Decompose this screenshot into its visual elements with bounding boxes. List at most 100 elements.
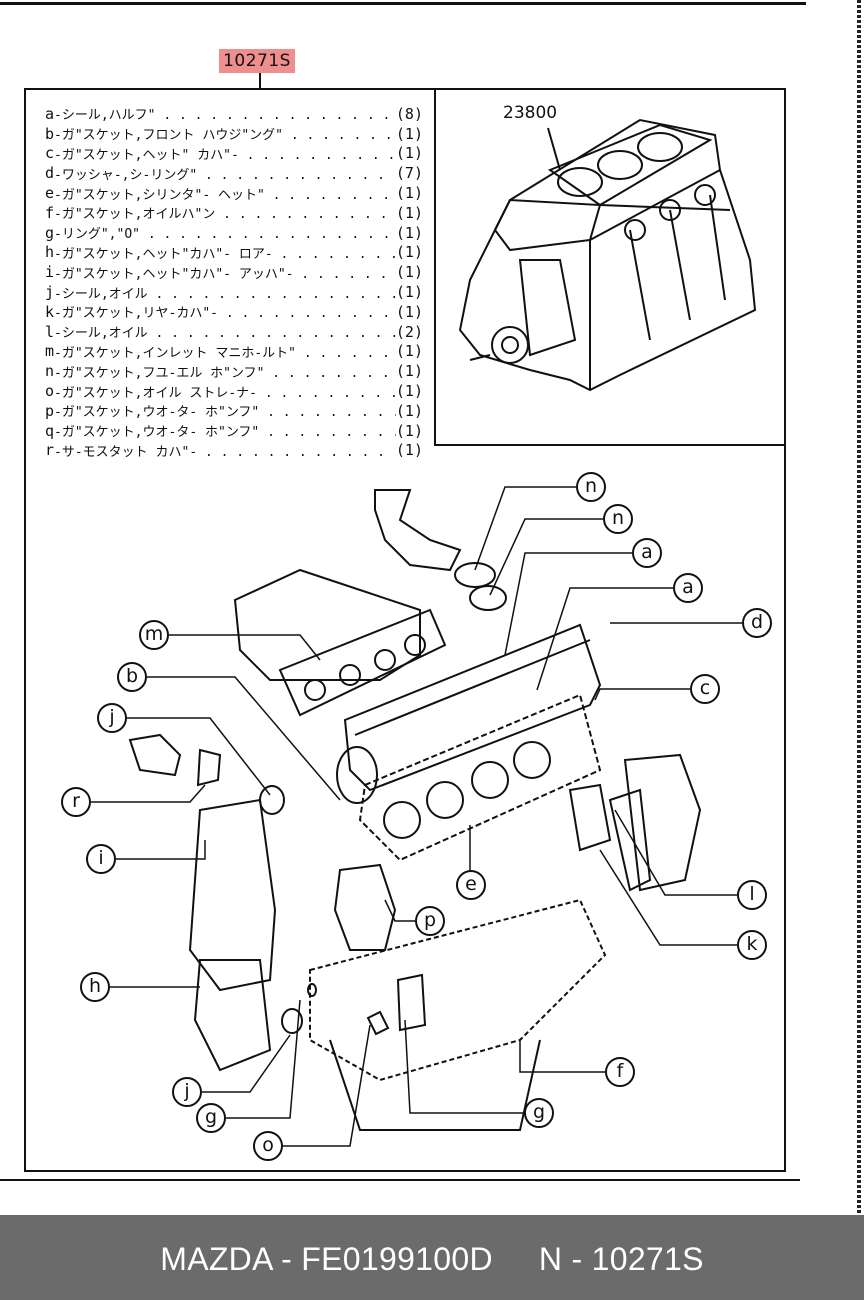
- part-letter: i: [45, 263, 55, 282]
- parts-list-item: n-ガ"スケット,フユ-エル ホ"ンフ"(1): [45, 361, 425, 381]
- parts-list-item: g-リング","O"(1): [45, 223, 425, 243]
- callout-a[interactable]: a: [673, 573, 703, 603]
- part-code-leader: [259, 73, 261, 88]
- parts-list-item: a-シール,ハルフ"(8): [45, 104, 425, 124]
- part-name: -ガ"スケット,ヘット"カハ"- ロア-: [54, 243, 396, 262]
- scan-edge: [857, 0, 861, 1215]
- callout-l[interactable]: l: [737, 880, 767, 910]
- part-letter: a: [45, 104, 55, 123]
- engine-block-label: 23800: [503, 103, 558, 123]
- callout-g[interactable]: g: [196, 1103, 226, 1133]
- parts-list-item: j-シール,オイル(1): [45, 282, 425, 302]
- parts-list-item: k-ガ"スケット,リヤ-カハ"-(1): [45, 302, 425, 322]
- part-letter: l: [45, 322, 55, 341]
- callout-k[interactable]: k: [737, 930, 767, 960]
- part-name: -リング","O": [54, 223, 396, 242]
- part-quantity: (1): [395, 441, 423, 460]
- footer-catalog-ref: N - 10271S: [538, 1241, 704, 1277]
- part-quantity: (1): [395, 283, 423, 302]
- part-name: -シール,ハルフ": [54, 104, 396, 123]
- list-box-divider: [434, 88, 436, 444]
- part-quantity: (1): [395, 184, 423, 203]
- list-box-divider: [434, 444, 786, 446]
- callout-n[interactable]: n: [576, 472, 606, 502]
- parts-list-item: c-ガ"スケット,ヘット" カハ"-(1): [45, 144, 425, 164]
- parts-list-item: f-ガ"スケット,オイルハ"ン(1): [45, 203, 425, 223]
- footer-caption: MAZDA - FE0199100D N - 10271S: [0, 1241, 864, 1278]
- engine-block-drawing: [458, 118, 757, 392]
- part-quantity: (1): [395, 382, 423, 401]
- part-quantity: (1): [395, 401, 423, 420]
- part-letter: f: [45, 203, 55, 222]
- parts-list-item: o-ガ"スケット,オイル ストレ-ナ-(1): [45, 381, 425, 401]
- part-quantity: (1): [395, 144, 423, 163]
- parts-list-item: p-ガ"スケット,ウオ-タ- ホ"ンフ"(1): [45, 401, 425, 421]
- part-quantity: (1): [395, 124, 423, 143]
- part-quantity: (2): [395, 322, 423, 341]
- part-letter: q: [45, 421, 55, 440]
- callout-o[interactable]: o: [253, 1131, 283, 1161]
- part-letter: k: [45, 302, 55, 321]
- callout-g[interactable]: g: [524, 1098, 554, 1128]
- part-name: -ガ"スケット,ウオ-タ- ホ"ンフ": [54, 421, 396, 440]
- part-letter: j: [45, 283, 55, 302]
- parts-list-item: d-ワッシャ-,シ-リング"(7): [45, 163, 425, 183]
- callout-r[interactable]: r: [61, 787, 91, 817]
- part-name: -ガ"スケット,リヤ-カハ"-: [54, 302, 396, 321]
- part-letter: b: [45, 124, 55, 143]
- part-quantity: (1): [395, 223, 423, 242]
- parts-list-item: m-ガ"スケット,インレット マニホ-ルト"(1): [45, 342, 425, 362]
- footer-part-number: MAZDA - FE0199100D: [160, 1241, 493, 1277]
- part-quantity: (1): [395, 302, 423, 321]
- callout-leader-lines: [91, 486, 742, 1147]
- parts-list-item: i-ガ"スケット,ヘット"カハ"- アッハ"-(1): [45, 262, 425, 282]
- callout-h[interactable]: h: [80, 972, 110, 1002]
- part-quantity: (1): [395, 421, 423, 440]
- parts-list-item: b-ガ"スケット,フロント ハウジ"ング"(1): [45, 124, 425, 144]
- part-name: -サ-モスタット カハ"-: [54, 441, 396, 460]
- part-quantity: (8): [395, 104, 423, 123]
- top-rule: [0, 2, 806, 5]
- callout-n[interactable]: n: [603, 504, 633, 534]
- part-name: -ワッシャ-,シ-リング": [54, 164, 396, 183]
- part-quantity: (7): [395, 164, 423, 183]
- parts-list-item: h-ガ"スケット,ヘット"カハ"- ロア-(1): [45, 243, 425, 263]
- callout-f[interactable]: f: [605, 1057, 635, 1087]
- part-name: -ガ"スケット,オイルハ"ン: [54, 203, 396, 222]
- part-letter: g: [45, 223, 55, 242]
- footer-bar: [0, 1215, 864, 1300]
- part-name: -ガ"スケット,フロント ハウジ"ング": [54, 124, 396, 143]
- part-name: -シール,オイル: [54, 283, 396, 302]
- parts-list-item: e-ガ"スケット,シリンタ"- ヘット"(1): [45, 183, 425, 203]
- part-letter: e: [45, 184, 55, 203]
- callout-e[interactable]: e: [456, 870, 486, 900]
- callout-b[interactable]: b: [117, 662, 147, 692]
- callout-j[interactable]: j: [172, 1077, 202, 1107]
- part-quantity: (1): [395, 342, 423, 361]
- callout-p[interactable]: p: [415, 906, 445, 936]
- callout-j[interactable]: j: [97, 703, 127, 733]
- part-letter: o: [45, 382, 55, 401]
- part-name: -ガ"スケット,オイル ストレ-ナ-: [54, 382, 396, 401]
- parts-list: a-シール,ハルフ"(8)b-ガ"スケット,フロント ハウジ"ング"(1)c-ガ…: [45, 104, 425, 460]
- part-name: -ガ"スケット,ヘット"カハ"- アッハ"-: [54, 263, 396, 282]
- callout-a[interactable]: a: [632, 538, 662, 568]
- part-letter: n: [45, 362, 55, 381]
- callout-d[interactable]: d: [742, 608, 772, 638]
- parts-list-item: r-サ-モスタット カハ"-(1): [45, 441, 425, 461]
- callout-i[interactable]: i: [86, 844, 116, 874]
- part-letter: r: [45, 441, 55, 460]
- parts-list-item: q-ガ"スケット,ウオ-タ- ホ"ンフ"(1): [45, 421, 425, 441]
- part-quantity: (1): [395, 362, 423, 381]
- part-letter: p: [45, 401, 55, 420]
- callout-c[interactable]: c: [690, 674, 720, 704]
- diagram-frame: [24, 88, 786, 1172]
- part-quantity: (1): [395, 203, 423, 222]
- parts-list-item: l-シール,オイル(2): [45, 322, 425, 342]
- part-letter: h: [45, 243, 55, 262]
- part-code-tag[interactable]: 10271S: [219, 49, 295, 73]
- part-name: -ガ"スケット,インレット マニホ-ルト": [54, 342, 396, 361]
- bottom-rule: [0, 1179, 800, 1181]
- part-name: -ガ"スケット,フユ-エル ホ"ンフ": [54, 362, 396, 381]
- callout-m[interactable]: m: [139, 620, 169, 650]
